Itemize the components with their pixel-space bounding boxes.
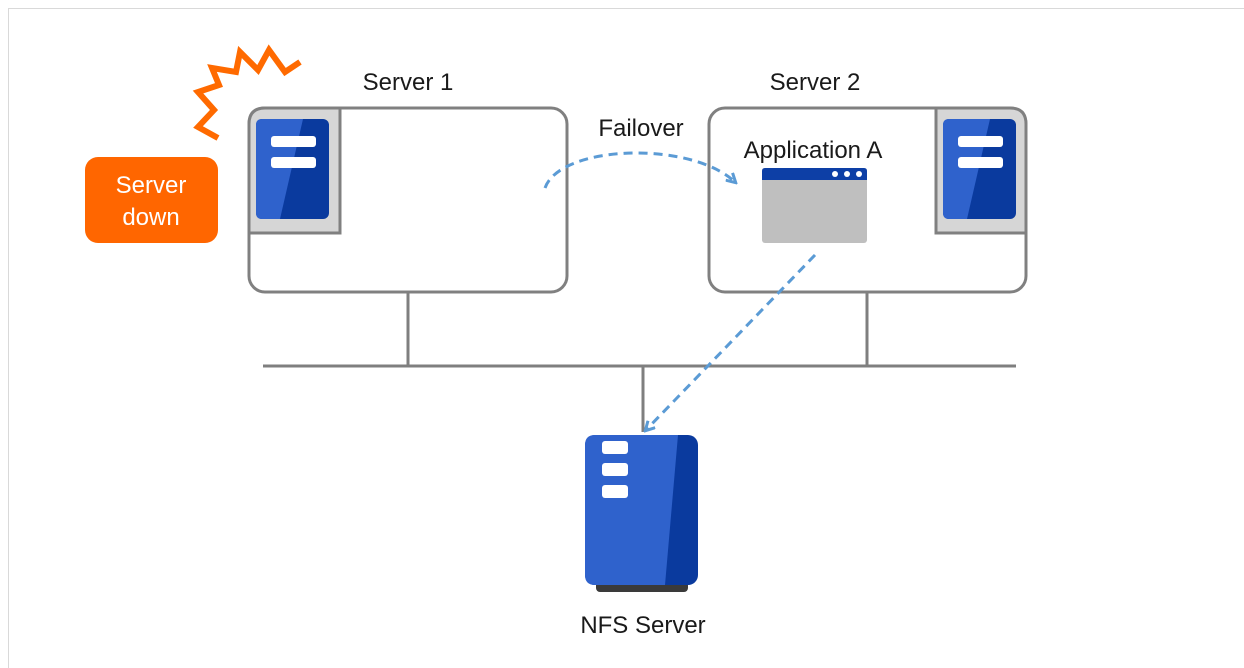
server-down-badge: Server down [85,157,218,243]
server2-label: Server 2 [770,69,861,96]
failover-arrow [543,151,735,189]
server1-label: Server 1 [363,69,454,96]
failover-label: Failover [598,115,683,142]
server1: Server 1 [247,69,569,294]
nfs-label: NFS Server [580,612,705,639]
server-icon [934,106,1028,235]
diagram-frame [8,8,1244,668]
badge-line1: Server [116,172,187,199]
network [263,292,1016,432]
lightning-icon [192,44,302,141]
nfs-server-icon [585,435,698,592]
data-access-arrow [646,253,817,430]
badge-line2: down [122,204,179,231]
server-icon [247,106,342,235]
application-window-icon [762,168,867,243]
application-label: Application A [744,137,883,164]
server2: Server 2 Application A [707,69,1028,294]
